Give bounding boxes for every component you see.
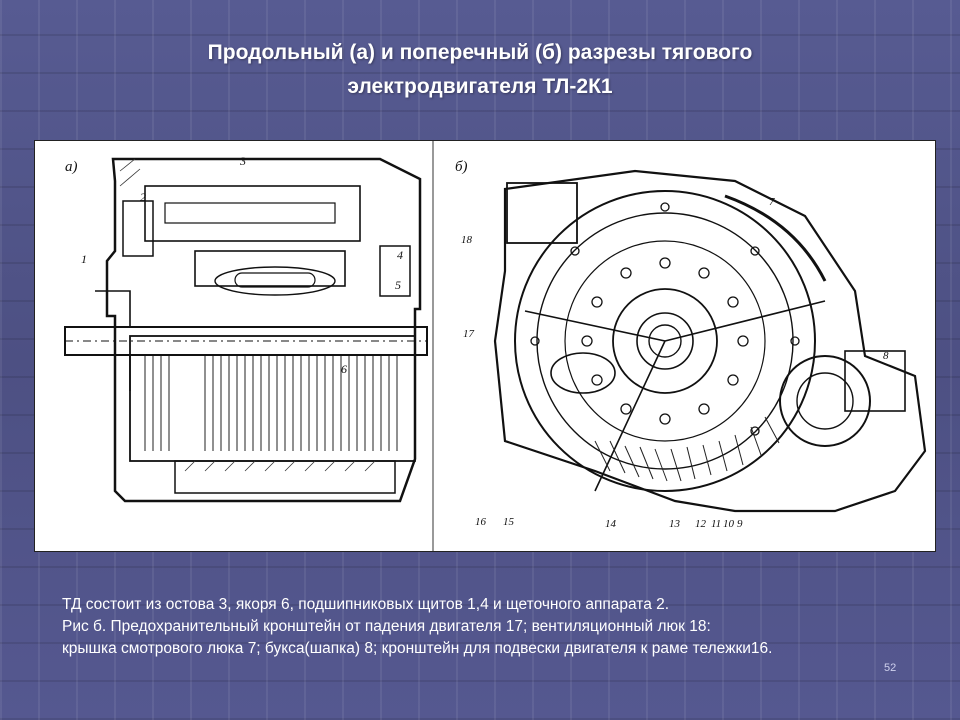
callout-14: 14 <box>605 518 617 530</box>
right-figure-label: б) <box>455 159 468 175</box>
title-line-2: электродвигателя ТЛ-2К1 <box>347 75 613 98</box>
callout-5: 5 <box>395 278 401 292</box>
callout-4: 4 <box>397 248 403 262</box>
callout-18: 18 <box>461 234 473 246</box>
frame-hatching <box>119 158 376 472</box>
page-number: 52 <box>884 662 897 674</box>
callout-13: 13 <box>669 518 681 530</box>
motor-section-drawing: а) 1 2 3 4 5 6 <box>34 140 936 552</box>
title-line-1: Продольный (а) и поперечный (б) разрезы … <box>207 41 753 64</box>
left-figure-label: а) <box>65 159 78 175</box>
callout-2: 2 <box>140 190 146 204</box>
callout-7: 7 <box>769 196 775 208</box>
cross-section <box>493 169 927 513</box>
caption-line-1: ТД состоит из остова 3, якоря 6, подшипн… <box>62 596 670 613</box>
callout-15: 15 <box>503 516 515 528</box>
armature-laminations <box>144 356 398 451</box>
slide-title: Продольный (а) и поперечный (б) разрезы … <box>60 36 900 104</box>
callout-6: 6 <box>341 362 347 376</box>
bolt-circle <box>530 202 800 436</box>
callout-10: 10 <box>723 518 735 530</box>
callout-16: 16 <box>475 516 487 528</box>
technical-drawing: а) 1 2 3 4 5 6 <box>64 141 927 551</box>
callout-12: 12 <box>695 518 707 530</box>
callout-11: 11 <box>711 518 721 530</box>
caption-line-3: крышка смотрового люка 7; букса(шапка) 8… <box>62 640 773 657</box>
longitudinal-section <box>64 157 428 503</box>
caption-line-2: Рис б. Предохранительный кронштейн от па… <box>62 618 711 635</box>
callout-17: 17 <box>463 328 475 340</box>
callout-1: 1 <box>81 252 87 266</box>
callout-3: 3 <box>239 154 246 168</box>
callout-9: 9 <box>737 518 743 530</box>
callout-8: 8 <box>883 350 889 362</box>
caption: ТД состоит из остова 3, якоря 6, подшипн… <box>62 594 922 660</box>
brush-gear <box>594 416 780 482</box>
